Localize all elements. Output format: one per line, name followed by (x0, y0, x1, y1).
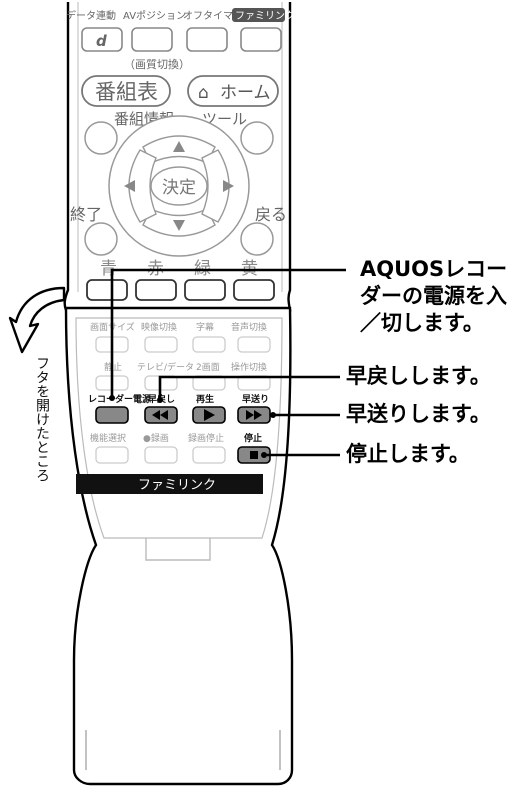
power-leader-line (110, 268, 346, 398)
down-arrow-icon (173, 220, 185, 231)
label-picture-switch: 映像切換 (141, 321, 177, 333)
label-off-timer: オフタイマー (183, 10, 243, 22)
label-data-link: データ連動 (66, 9, 116, 22)
label-record: ●録画 (143, 432, 169, 444)
record-stop-button[interactable] (192, 446, 226, 464)
d-button-glyph: d (96, 32, 107, 50)
yellow-button[interactable] (233, 279, 275, 301)
cover-outline (64, 306, 294, 786)
picture-switch-caption: （画質切換） (124, 57, 190, 71)
family-link-button[interactable] (240, 27, 282, 52)
remote-bezel (77, 2, 283, 292)
play-icon (204, 409, 215, 421)
rewind-leader-line (158, 375, 340, 398)
guide-label: 番組表 (95, 80, 158, 104)
subtitle-button[interactable] (192, 336, 226, 353)
tool-button[interactable] (240, 121, 274, 155)
back-label: 戻る (255, 205, 287, 224)
right-arrow-icon (223, 180, 234, 192)
av-position-button[interactable] (131, 27, 173, 52)
red-button[interactable] (135, 279, 177, 301)
audio-switch-button[interactable] (237, 336, 271, 353)
fast-forward-icon (246, 410, 262, 420)
callout-power: AQUOSレコーダーの電源を入／切します。 (360, 257, 508, 335)
top-button-row (81, 27, 282, 52)
up-arrow-icon (173, 141, 185, 152)
label-function-select: 機能選択 (90, 432, 126, 444)
tool-label: ツール (202, 110, 247, 128)
cover-open-arrow-icon (8, 286, 66, 354)
function-select-button[interactable] (95, 446, 129, 464)
callout-rewind: 早戻しします。 (346, 364, 491, 388)
family-link-bar-label: ファミリンク (138, 478, 216, 493)
stop-leader-dot (261, 452, 267, 458)
off-timer-button[interactable] (186, 27, 228, 52)
cover-bottom-edge (85, 730, 281, 770)
home-button[interactable] (187, 75, 279, 107)
blue-button[interactable] (86, 279, 128, 301)
exit-button[interactable] (84, 222, 118, 256)
family-link-tag (232, 8, 285, 22)
label-tv-data: テレビ/データ (137, 361, 194, 373)
dpad-right-button[interactable] (201, 149, 230, 223)
label-audio-switch: 音声切換 (231, 321, 267, 333)
rewind-leader-dot (157, 397, 163, 403)
label-fast-forward: 早送り (242, 393, 269, 405)
label-family-link-top: ファミリンク (235, 10, 295, 22)
family-link-bar (76, 474, 263, 494)
back-button[interactable] (240, 222, 274, 256)
callout-forward: 早送りします。 (346, 402, 491, 426)
recorder-power-button[interactable] (95, 406, 129, 424)
label-operation-switch: 操作切換 (231, 361, 267, 373)
record-button[interactable] (144, 446, 178, 464)
home-icon: ⌂ (198, 83, 209, 103)
label-play: 再生 (196, 393, 214, 405)
green-button[interactable] (184, 279, 226, 301)
home-label: ホーム (220, 83, 271, 103)
label-av-position: AVポジション (123, 10, 186, 22)
exit-label: 終了 (70, 205, 102, 224)
enter-label: 決定 (162, 178, 196, 198)
program-info-button[interactable] (84, 121, 118, 155)
left-arrow-icon (124, 180, 135, 192)
d-button[interactable] (81, 27, 123, 52)
label-stop: 停止 (244, 432, 262, 444)
label-recorder-power: レコーダー電源 (88, 393, 151, 405)
forward-leader-dot (270, 412, 276, 418)
rewind-icon (152, 410, 168, 420)
power-leader-dot (109, 395, 115, 401)
cover-inner-outline (75, 317, 283, 539)
cover-open-caption: フタを開けたところ (34, 356, 50, 482)
label-record-stop: 録画停止 (188, 432, 224, 444)
label-dual-screen: 2画面 (196, 362, 220, 373)
picture-switch-button[interactable] (144, 336, 178, 353)
dpad-left-button[interactable] (128, 149, 157, 223)
cover-hinge (145, 538, 211, 561)
label-subtitles: 字幕 (196, 321, 214, 333)
guide-button[interactable] (81, 75, 171, 107)
stop-icon (250, 451, 258, 459)
enter-button[interactable] (150, 166, 208, 206)
callout-stop: 停止します。 (346, 442, 470, 466)
